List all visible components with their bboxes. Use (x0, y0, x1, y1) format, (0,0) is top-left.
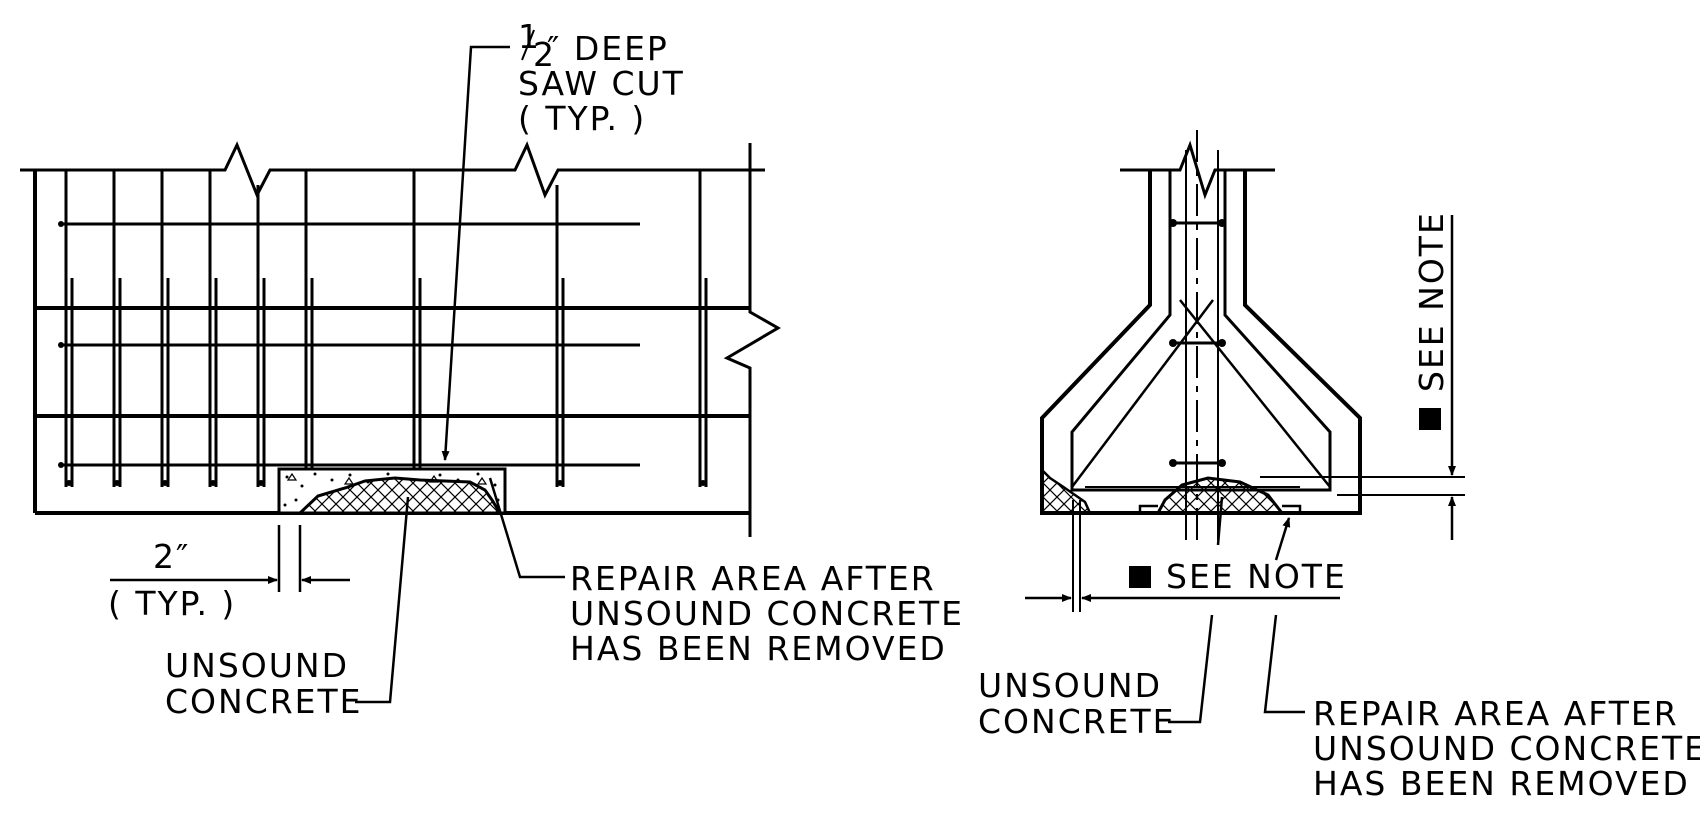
rebar-dot (1169, 219, 1177, 227)
unsound-label-line1: UNSOUND (978, 666, 1162, 705)
section-repair-boundary (1138, 504, 1302, 513)
see-note-vertical: SEE NOTE (1412, 211, 1451, 392)
section-diagonal (1071, 299, 1214, 488)
dimension-value: 2″ (153, 537, 190, 576)
rebar-dot (1218, 219, 1226, 227)
left-right-break-line (723, 143, 781, 537)
rebar-dot (66, 480, 72, 486)
fraction-bar (521, 29, 535, 61)
section-stirrup (1070, 170, 1332, 492)
fraction-denominator: 2 (533, 35, 556, 74)
right-unsound-callout: UNSOUND CONCRETE (978, 496, 1224, 741)
rebar-dot (58, 462, 64, 468)
repair-label-line3: HAS BEEN REMOVED (570, 629, 947, 668)
unsound-leader-upper (1216, 496, 1224, 546)
right-vertical-dimension: SEE NOTE (1412, 211, 1456, 540)
fraction-numerator: 1 (518, 17, 541, 56)
repair-boundary-arrow (1274, 517, 1291, 561)
rebar-dot (1169, 459, 1177, 467)
left-beam-elevation (20, 141, 781, 537)
dimension-typ: ( TYP. ) (108, 584, 236, 623)
repair-label-line2: UNSOUND CONCRETE (1313, 729, 1700, 768)
saw-cut-label-line2: SAW CUT (518, 64, 685, 103)
repair-leader (1263, 614, 1305, 714)
section-diagonal (1179, 299, 1331, 488)
rebar-dot (162, 480, 168, 486)
repair-label-line1: REPAIR AREA AFTER (1313, 694, 1679, 733)
see-note-square-vertical (1419, 408, 1441, 430)
see-note-square-horizontal (1129, 566, 1151, 588)
section-unsound-corner (1040, 466, 1092, 515)
right-horizontal-dimension: SEE NOTE (1025, 500, 1347, 612)
repair-label-line3: HAS BEEN REMOVED (1313, 764, 1690, 803)
repair-leader (488, 477, 565, 579)
rebar-dot (114, 480, 120, 486)
rebar-dot (210, 480, 216, 486)
right-beam-section (1040, 130, 1465, 540)
unsound-leader (1168, 614, 1214, 724)
left-dimension-2in: 2″ ( TYP. ) (108, 525, 350, 623)
rebar-dot (58, 221, 64, 227)
saw-cut-label-line1: ″ DEEP (547, 29, 669, 68)
left-top-break-line (20, 141, 765, 199)
see-note-horizontal: SEE NOTE (1166, 557, 1347, 596)
rebar-dot (258, 480, 264, 486)
rebar-dot (1218, 339, 1226, 347)
unsound-label-line1: UNSOUND (165, 646, 349, 685)
saw-cut-callout: 1 2 ″ DEEP SAW CUT ( TYP. ) (441, 17, 685, 461)
unsound-label-line2: CONCRETE (978, 702, 1176, 741)
unsound-leader (355, 496, 410, 704)
saw-cut-leader (441, 45, 510, 461)
left-unsound-callout: UNSOUND CONCRETE (165, 496, 410, 721)
saw-cut-label-line3: ( TYP. ) (518, 99, 646, 138)
rebar-dot (557, 480, 563, 486)
rebar-dot (58, 342, 64, 348)
unsound-label-line2: CONCRETE (165, 682, 363, 721)
right-repair-callout: REPAIR AREA AFTER UNSOUND CONCRETE HAS B… (1263, 614, 1700, 803)
rebar-dot (1218, 459, 1226, 467)
left-repair-callout: REPAIR AREA AFTER UNSOUND CONCRETE HAS B… (488, 477, 964, 668)
section-unsound-center (1155, 476, 1286, 515)
repair-label-line2: UNSOUND CONCRETE (570, 594, 964, 633)
rebar-dot (700, 480, 706, 486)
unsound-concrete-area (296, 476, 503, 515)
repair-label-line1: REPAIR AREA AFTER (570, 559, 936, 598)
rebar-dot (1169, 339, 1177, 347)
